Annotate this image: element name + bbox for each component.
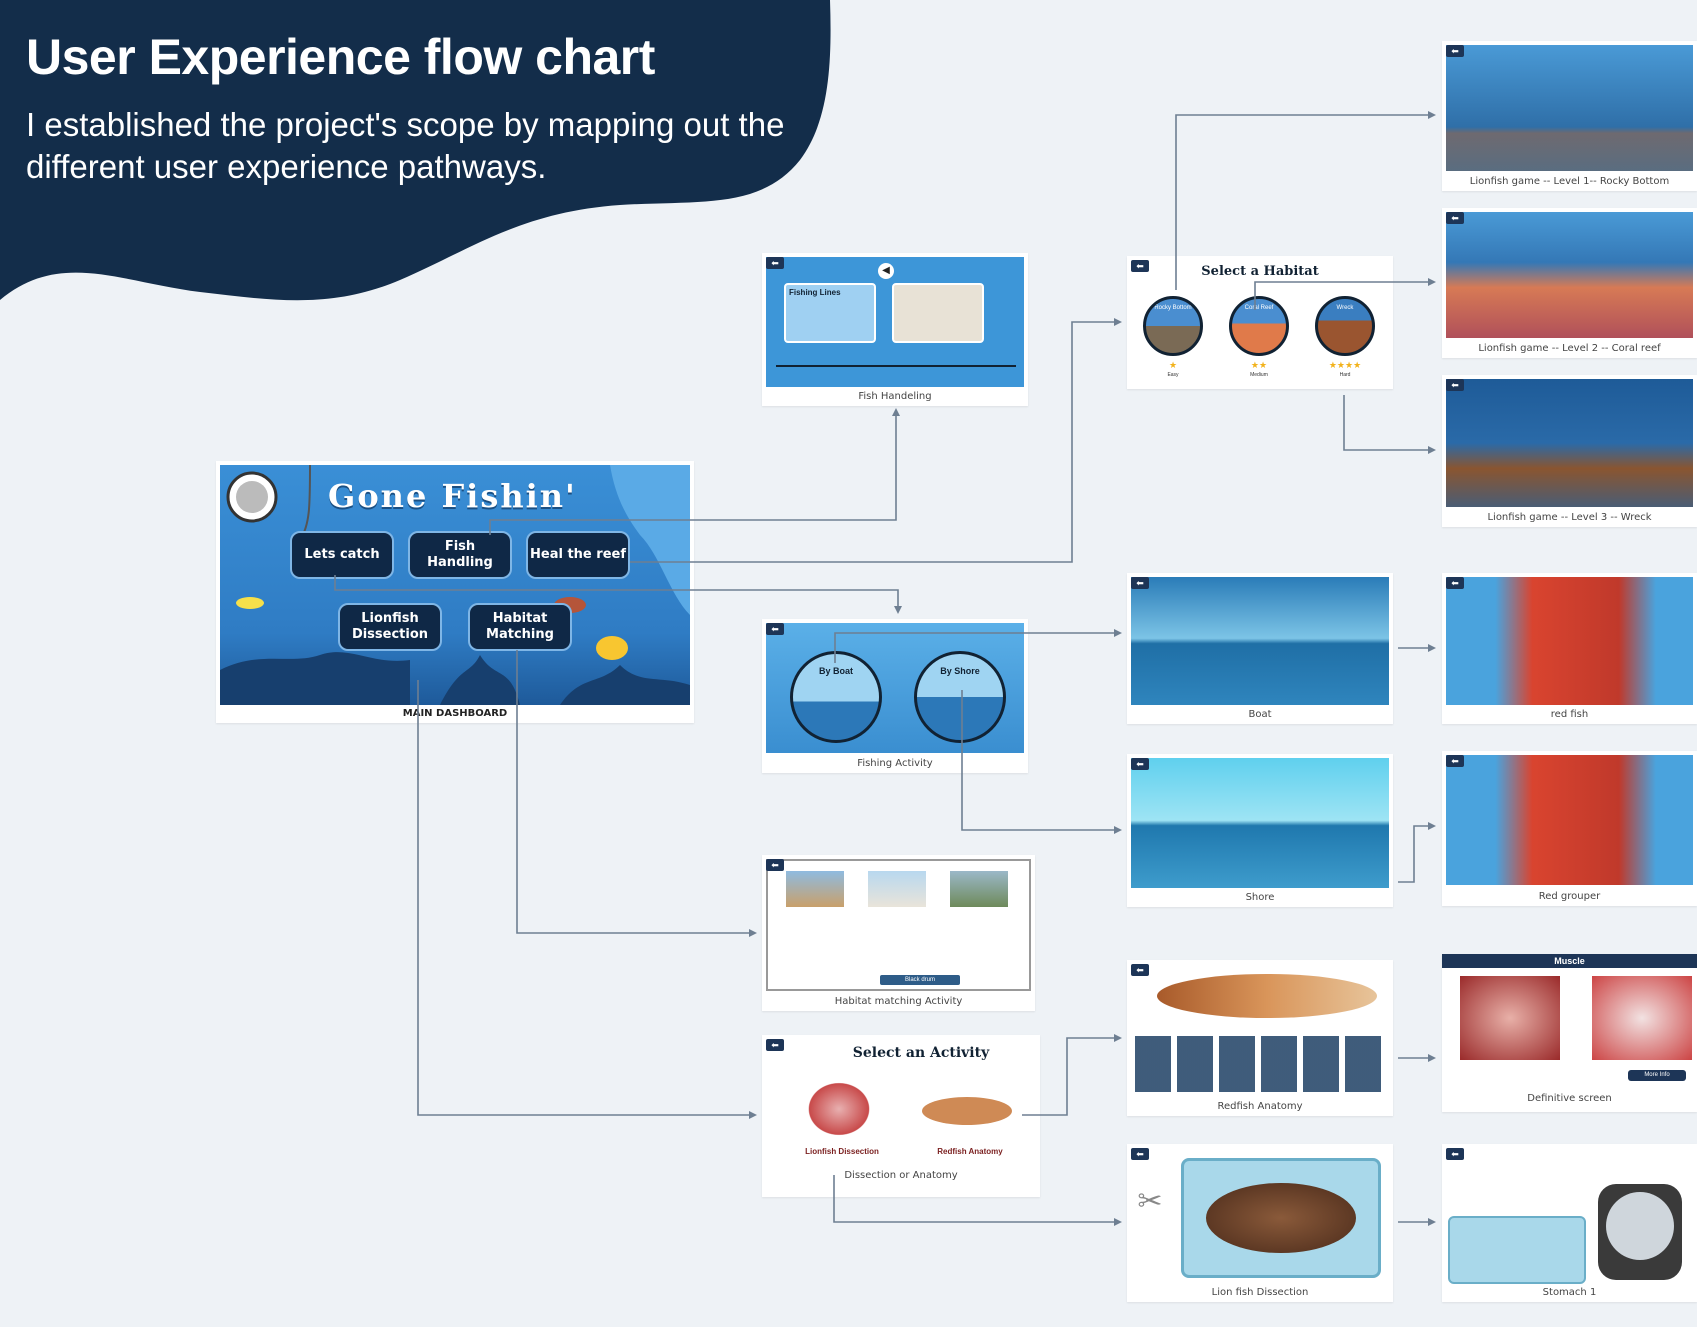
dissection-card[interactable]: ⬅ Select an Activity Lionfish Dissection… bbox=[762, 1035, 1040, 1197]
habitat-matching-button[interactable]: Habitat Matching bbox=[468, 603, 572, 651]
select-activity-title: Select an Activity bbox=[852, 1045, 990, 1061]
wreck-option[interactable]: Wreck bbox=[1315, 296, 1375, 356]
back-arrow-icon[interactable]: ⬅ bbox=[1131, 1148, 1149, 1160]
habitat-photo-1 bbox=[786, 871, 844, 907]
main-dashboard-card[interactable]: Gone Fishin' Lets catch Fish Handling He… bbox=[216, 461, 694, 723]
lionfish-dissection-button[interactable]: Lionfish Dissection bbox=[338, 603, 442, 651]
redfish-anatomy-caption: Redfish Anatomy bbox=[1217, 1101, 1303, 1112]
lionfish-dissection-option[interactable]: Lionfish Dissection bbox=[805, 1147, 879, 1156]
select-habitat-card[interactable]: ⬅ Select a Habitat Rocky Bottom Coral Re… bbox=[1127, 256, 1393, 389]
lionfish-dissection-caption: Lion fish Dissection bbox=[1211, 1287, 1309, 1298]
habitat-matching-caption: Habitat matching Activity bbox=[834, 996, 963, 1007]
dissection-caption: Dissection or Anatomy bbox=[844, 1170, 958, 1181]
lionfish-tray bbox=[1181, 1158, 1381, 1278]
dashboard-app-title: Gone Fishin' bbox=[328, 477, 577, 515]
main-dashboard-caption: MAIN DASHBOARD bbox=[402, 708, 508, 719]
back-arrow-icon[interactable]: ⬅ bbox=[766, 1039, 784, 1051]
muscle-header: Muscle bbox=[1442, 954, 1697, 968]
back-arrow-icon[interactable]: ⬅ bbox=[1446, 379, 1464, 391]
fish-photo bbox=[892, 283, 984, 343]
red-fish-card[interactable]: ⬅ red fish bbox=[1442, 573, 1697, 724]
back-arrow-icon[interactable]: ⬅ bbox=[766, 623, 784, 635]
back-arrow-icon[interactable]: ⬅ bbox=[1446, 212, 1464, 224]
fish-handling-card[interactable]: ⬅ Fishing Lines ◀ Fish Handeling bbox=[762, 253, 1028, 406]
redfish-anatomy-option[interactable]: Redfish Anatomy bbox=[937, 1147, 1003, 1156]
progress-timeline[interactable] bbox=[776, 365, 1016, 367]
more-info-button[interactable]: More Info bbox=[1628, 1070, 1686, 1081]
back-arrow-icon[interactable]: ⬅ bbox=[1131, 758, 1149, 770]
redfish-image[interactable] bbox=[922, 1097, 1012, 1125]
back-arrow-icon[interactable]: ⬅ bbox=[1131, 964, 1149, 976]
red-grouper-caption: Red grouper bbox=[1538, 891, 1601, 902]
fishing-activity-card[interactable]: ⬅ By Boat By Shore Fishing Activity bbox=[762, 619, 1028, 773]
lionfish-level-1-caption: Lionfish game -- Level 1-- Rocky Bottom bbox=[1469, 176, 1670, 187]
lionfish-level-1-card[interactable]: ⬅ Lionfish game -- Level 1-- Rocky Botto… bbox=[1442, 41, 1697, 191]
back-arrow-icon[interactable]: ⬅ bbox=[1446, 1148, 1464, 1160]
shore-caption: Shore bbox=[1245, 892, 1275, 903]
connector-shore-grouper bbox=[1398, 822, 1436, 883]
lionfish-level-2-caption: Lionfish game -- Level 2 -- Coral reef bbox=[1478, 343, 1661, 354]
definitive-screen-card[interactable]: Muscle More Info Definitive screen bbox=[1442, 954, 1697, 1112]
hard-label: Hard bbox=[1339, 372, 1351, 378]
speaker-icon[interactable]: ◀ bbox=[878, 263, 894, 279]
fish-handling-caption: Fish Handeling bbox=[858, 391, 932, 402]
habitat-photo-2 bbox=[868, 871, 926, 907]
by-boat-option[interactable]: By Boat bbox=[790, 651, 882, 743]
back-arrow-icon[interactable]: ⬅ bbox=[766, 859, 784, 871]
back-arrow-icon[interactable]: ⬅ bbox=[1446, 577, 1464, 589]
habitat-matching-card[interactable]: ⬅ Black drum Habitat matching Activity bbox=[762, 855, 1035, 1011]
habitat-title: Select a Habitat bbox=[1201, 264, 1319, 279]
header-background bbox=[0, 0, 831, 301]
back-arrow-icon[interactable]: ⬅ bbox=[1131, 260, 1149, 272]
muscle-photo-1 bbox=[1460, 976, 1560, 1060]
shore-card[interactable]: ⬅ Shore bbox=[1127, 754, 1393, 907]
boat-card[interactable]: ⬅ Boat bbox=[1127, 573, 1393, 724]
easy-stars: ★ bbox=[1168, 360, 1178, 370]
stomach-caption: Stomach 1 bbox=[1542, 1287, 1597, 1298]
fishing-activity-caption: Fishing Activity bbox=[857, 758, 933, 769]
redfish-anatomy-card[interactable]: ⬅ Redfish Anatomy bbox=[1127, 960, 1393, 1116]
lets-catch-button[interactable]: Lets catch bbox=[290, 531, 394, 579]
easy-label: Easy bbox=[1167, 372, 1179, 378]
coral-reef-option[interactable]: Coral Reef bbox=[1229, 296, 1289, 356]
rocky-bottom-option[interactable]: Rocky Bottom bbox=[1143, 296, 1203, 356]
connector-lionfish-dissection bbox=[417, 680, 757, 1119]
hard-stars: ★★★★ bbox=[1328, 360, 1362, 370]
lionfish-image[interactable] bbox=[804, 1079, 874, 1139]
back-arrow-icon[interactable]: ⬅ bbox=[1446, 45, 1464, 57]
anatomy-button-grid[interactable] bbox=[1135, 1036, 1385, 1092]
habitat-photo-3 bbox=[950, 871, 1008, 907]
black-drum-label[interactable]: Black drum bbox=[880, 975, 960, 985]
page-title: User Experience flow chart bbox=[26, 29, 655, 85]
lionfish-dissection-card[interactable]: ⬅ ✂ Lion fish Dissection bbox=[1127, 1144, 1393, 1302]
definitive-caption: Definitive screen bbox=[1527, 1093, 1612, 1104]
heal-the-reef-button[interactable]: Heal the reef bbox=[526, 531, 630, 579]
lionfish-level-3-card[interactable]: ⬅ Lionfish game -- Level 3 -- Wreck bbox=[1442, 375, 1697, 527]
back-arrow-icon[interactable]: ⬅ bbox=[1446, 755, 1464, 767]
back-arrow-icon[interactable]: ⬅ bbox=[1131, 577, 1149, 589]
lionfish-level-3-caption: Lionfish game -- Level 3 -- Wreck bbox=[1487, 512, 1652, 523]
scissors-icon[interactable]: ✂ bbox=[1137, 1185, 1163, 1218]
red-fish-caption: red fish bbox=[1550, 709, 1589, 720]
stomach-tray bbox=[1448, 1216, 1586, 1284]
muscle-photo-2 bbox=[1592, 976, 1692, 1060]
medium-stars: ★★ bbox=[1250, 360, 1268, 370]
scale-icon[interactable] bbox=[1598, 1184, 1682, 1280]
redfish-anatomy-image bbox=[1157, 974, 1377, 1018]
connector-habitat-level3 bbox=[1343, 395, 1436, 454]
boat-caption: Boat bbox=[1248, 709, 1272, 720]
fish-handling-button[interactable]: Fish Handling bbox=[408, 531, 512, 579]
back-arrow-icon[interactable]: ⬅ bbox=[766, 257, 784, 269]
red-grouper-card[interactable]: ⬅ Red grouper bbox=[1442, 751, 1697, 906]
page-subtitle: I established the project's scope by map… bbox=[26, 106, 785, 185]
lionfish-level-2-card[interactable]: ⬅ Lionfish game -- Level 2 -- Coral reef bbox=[1442, 208, 1697, 358]
medium-label: Medium bbox=[1250, 372, 1268, 378]
by-shore-option[interactable]: By Shore bbox=[914, 651, 1006, 743]
stomach-card[interactable]: ⬅ Stomach 1 bbox=[1442, 1144, 1697, 1302]
fishing-lines-book: Fishing Lines bbox=[784, 283, 876, 343]
